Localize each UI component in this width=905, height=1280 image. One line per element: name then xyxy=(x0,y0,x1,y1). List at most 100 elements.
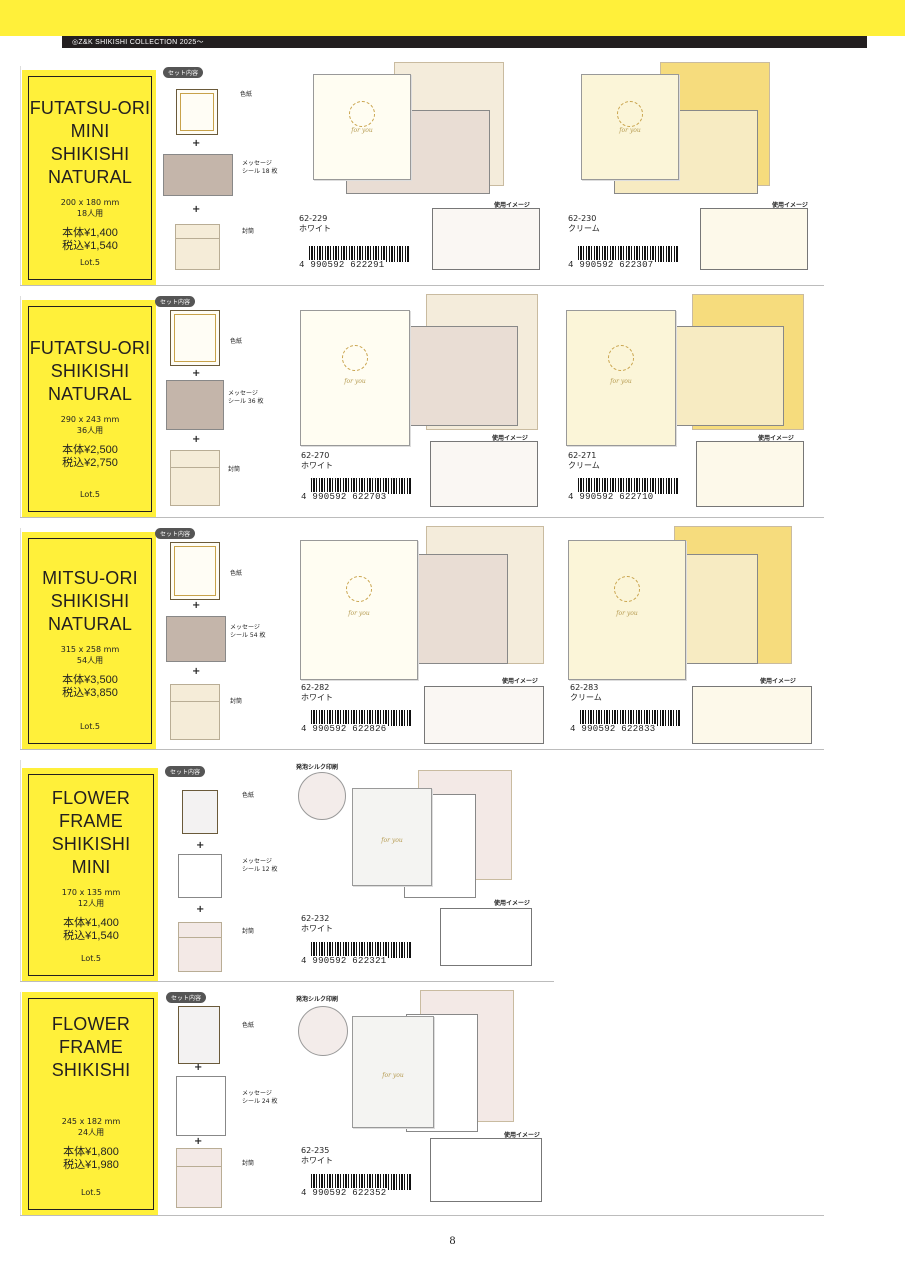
envelope-thumbnail xyxy=(170,450,220,506)
content-label-envelope: 封筒 xyxy=(242,228,255,235)
set-contents-tag: セット内容 xyxy=(155,296,196,307)
product-lot: Lot.5 xyxy=(81,1188,101,1197)
shikishi-thumbnail xyxy=(182,790,218,834)
plus-icon: + xyxy=(192,138,201,149)
usage-sample xyxy=(430,1138,542,1202)
usage-image-label: 使用イメージ xyxy=(494,202,530,209)
product-size: 200 x 180 mm 18人用 xyxy=(60,198,120,218)
shikishi-thumbnail xyxy=(176,89,218,135)
barcode: 4 990592 622307 xyxy=(568,246,678,270)
shikishi-image-cream: for you xyxy=(566,310,676,446)
shikishi-thumbnail xyxy=(170,310,220,366)
brand-line: ◎Z&K SHIKISHI COLLECTION 2025～ xyxy=(72,39,204,46)
plus-icon: + xyxy=(192,666,201,677)
shikishi-image-cream: for you xyxy=(568,540,686,680)
plus-icon: + xyxy=(196,904,205,915)
shikishi-image-white: for you xyxy=(313,74,411,180)
product-section-3: MITSU-ORI SHIKISHI NATURAL 315 x 258 mm … xyxy=(20,526,824,750)
content-label-shikishi: 色紙 xyxy=(242,1022,255,1029)
plus-icon: + xyxy=(192,204,201,215)
content-label-envelope: 封筒 xyxy=(228,466,241,473)
product-price: 本体¥2,500 税込¥2,750 xyxy=(62,444,118,469)
seal-sheet-thumbnail xyxy=(163,154,233,196)
content-label-shikishi: 色紙 xyxy=(242,792,255,799)
product-price: 本体¥1,400 税込¥1,540 xyxy=(63,917,119,942)
usage-sample xyxy=(692,686,812,744)
usage-image-label: 使用イメージ xyxy=(502,678,538,685)
usage-image-label: 使用イメージ xyxy=(760,678,796,685)
product-title: MITSU-ORI SHIKISHI NATURAL xyxy=(42,568,138,634)
variant-code: 62-230 クリーム xyxy=(568,214,600,233)
envelope-thumbnail xyxy=(178,922,222,972)
page-number: 8 xyxy=(449,1233,456,1247)
variant-code: 62-229 ホワイト xyxy=(299,214,331,233)
product-title-box: MITSU-ORI SHIKISHI NATURAL 315 x 258 mm … xyxy=(22,532,156,750)
product-size: 245 x 182 mm 24人用 xyxy=(61,1117,121,1137)
foam-silk-print-label: 発泡シルク印刷 xyxy=(296,764,339,771)
content-label-envelope: 封筒 xyxy=(230,698,243,705)
barcode: 4 990592 622321 xyxy=(301,942,411,966)
product-size: 170 x 135 mm 12人用 xyxy=(61,888,121,908)
usage-sample xyxy=(424,686,544,744)
seal-sheet-thumbnail xyxy=(176,1076,226,1136)
product-section-4: FLOWER FRAME SHIKISHI MINI 170 x 135 mm … xyxy=(20,760,824,982)
content-label-shikishi: 色紙 xyxy=(230,570,243,577)
content-label-envelope: 封筒 xyxy=(242,1160,255,1167)
plus-icon: + xyxy=(192,600,201,611)
usage-sample xyxy=(700,208,808,270)
variant-code: 62-282 ホワイト xyxy=(301,683,333,702)
variant-code: 62-232 ホワイト xyxy=(301,914,333,933)
seal-sheet-image xyxy=(404,554,508,664)
shikishi-thumbnail xyxy=(178,1006,220,1064)
content-label-shikishi: 色紙 xyxy=(230,338,243,345)
plus-icon: + xyxy=(192,368,201,379)
barcode: 4 990592 622703 xyxy=(301,478,411,502)
barcode: 4 990592 622352 xyxy=(301,1174,411,1198)
variant-code: 62-270 ホワイト xyxy=(301,451,333,470)
product-title-box: FUTATSU-ORI SHIKISHI NATURAL 290 x 243 m… xyxy=(22,300,156,518)
barcode: 4 990592 622826 xyxy=(301,710,411,734)
set-contents-tag: セット内容 xyxy=(155,528,196,539)
product-title: FLOWER FRAME SHIKISHI xyxy=(51,1014,131,1080)
seal-sheet-image xyxy=(406,326,518,426)
product-section-5: FLOWER FRAME SHIKISHI 245 x 182 mm 24人用 … xyxy=(20,990,824,1216)
product-title-box: FUTATSU-ORI MINI SHIKISHI NATURAL 200 x … xyxy=(22,70,156,286)
set-contents-tag: セット内容 xyxy=(163,67,204,78)
usage-sample xyxy=(432,208,540,270)
usage-image-label: 使用イメージ xyxy=(772,202,808,209)
product-lot: Lot.5 xyxy=(80,490,100,499)
product-size: 315 x 258 mm 54人用 xyxy=(60,645,120,665)
barcode: 4 990592 622710 xyxy=(568,478,678,502)
shikishi-thumbnail xyxy=(170,542,220,600)
product-section-2: FUTATSU-ORI SHIKISHI NATURAL 290 x 243 m… xyxy=(20,294,824,518)
header-yellow-band xyxy=(0,0,905,36)
content-label-seals: メッセージ シール 18 枚 xyxy=(242,160,278,175)
shikishi-image-flower: for you xyxy=(352,788,432,886)
variant-code: 62-235 ホワイト xyxy=(301,1146,333,1165)
content-label-seals: メッセージ シール 36 枚 xyxy=(228,390,264,405)
seal-sheet-thumbnail xyxy=(178,854,222,898)
usage-image-label: 使用イメージ xyxy=(492,435,528,442)
product-lot: Lot.5 xyxy=(80,258,100,267)
seal-sheet-thumbnail xyxy=(166,380,224,430)
shikishi-image-flower: for you xyxy=(352,1016,434,1128)
seal-sheet-image xyxy=(672,326,784,426)
plus-icon: + xyxy=(194,1062,203,1073)
barcode: 4 990592 622833 xyxy=(570,710,680,734)
product-price: 本体¥1,800 税込¥1,980 xyxy=(63,1146,119,1171)
envelope-thumbnail xyxy=(175,224,220,270)
shikishi-image-cream: for you xyxy=(581,74,679,180)
content-label-seals: メッセージ シール 24 枚 xyxy=(242,1090,278,1105)
seal-sheet-thumbnail xyxy=(166,616,226,662)
content-label-shikishi: 色紙 xyxy=(240,91,253,98)
header-bar: ◎Z&K SHIKISHI COLLECTION 2025～ xyxy=(62,36,867,48)
shikishi-image-white: for you xyxy=(300,540,418,680)
content-label-envelope: 封筒 xyxy=(242,928,255,935)
usage-sample xyxy=(430,441,538,507)
product-size: 290 x 243 mm 36人用 xyxy=(60,415,120,435)
product-title: FLOWER FRAME SHIKISHI MINI xyxy=(51,788,131,877)
product-section-1: FUTATSU-ORI MINI SHIKISHI NATURAL 200 x … xyxy=(20,62,824,286)
product-title-box: FLOWER FRAME SHIKISHI 245 x 182 mm 24人用 … xyxy=(22,992,158,1216)
product-title: FUTATSU-ORI MINI SHIKISHI NATURAL xyxy=(29,98,151,187)
content-label-seals: メッセージ シール 54 枚 xyxy=(230,624,266,639)
